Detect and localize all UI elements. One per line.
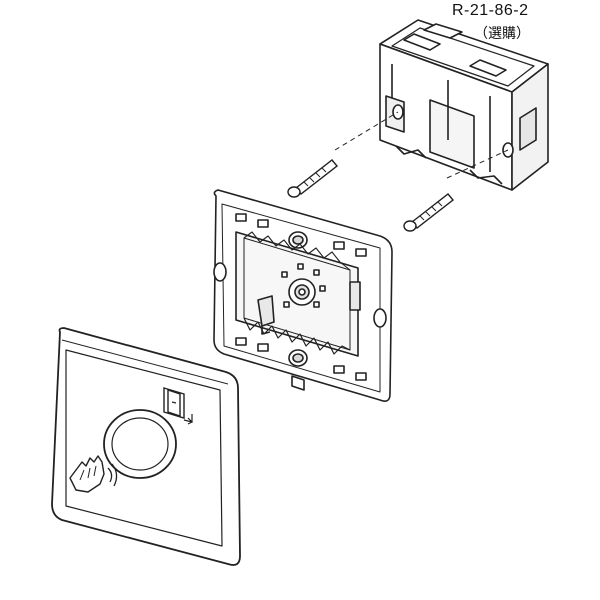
mounting-screw-lower: [403, 193, 455, 232]
door-exit-icon: [163, 387, 194, 425]
cover-plate: [51, 327, 241, 566]
optional-note-label: （選購）: [474, 26, 530, 42]
hand-wave-icon: [69, 455, 118, 493]
part-code-label: R-21-86-2: [452, 2, 529, 19]
mounting-frame: [213, 189, 393, 402]
screw-guide-lines: [334, 111, 509, 179]
mounting-screw-upper: [287, 159, 339, 198]
back-box: [379, 19, 549, 191]
